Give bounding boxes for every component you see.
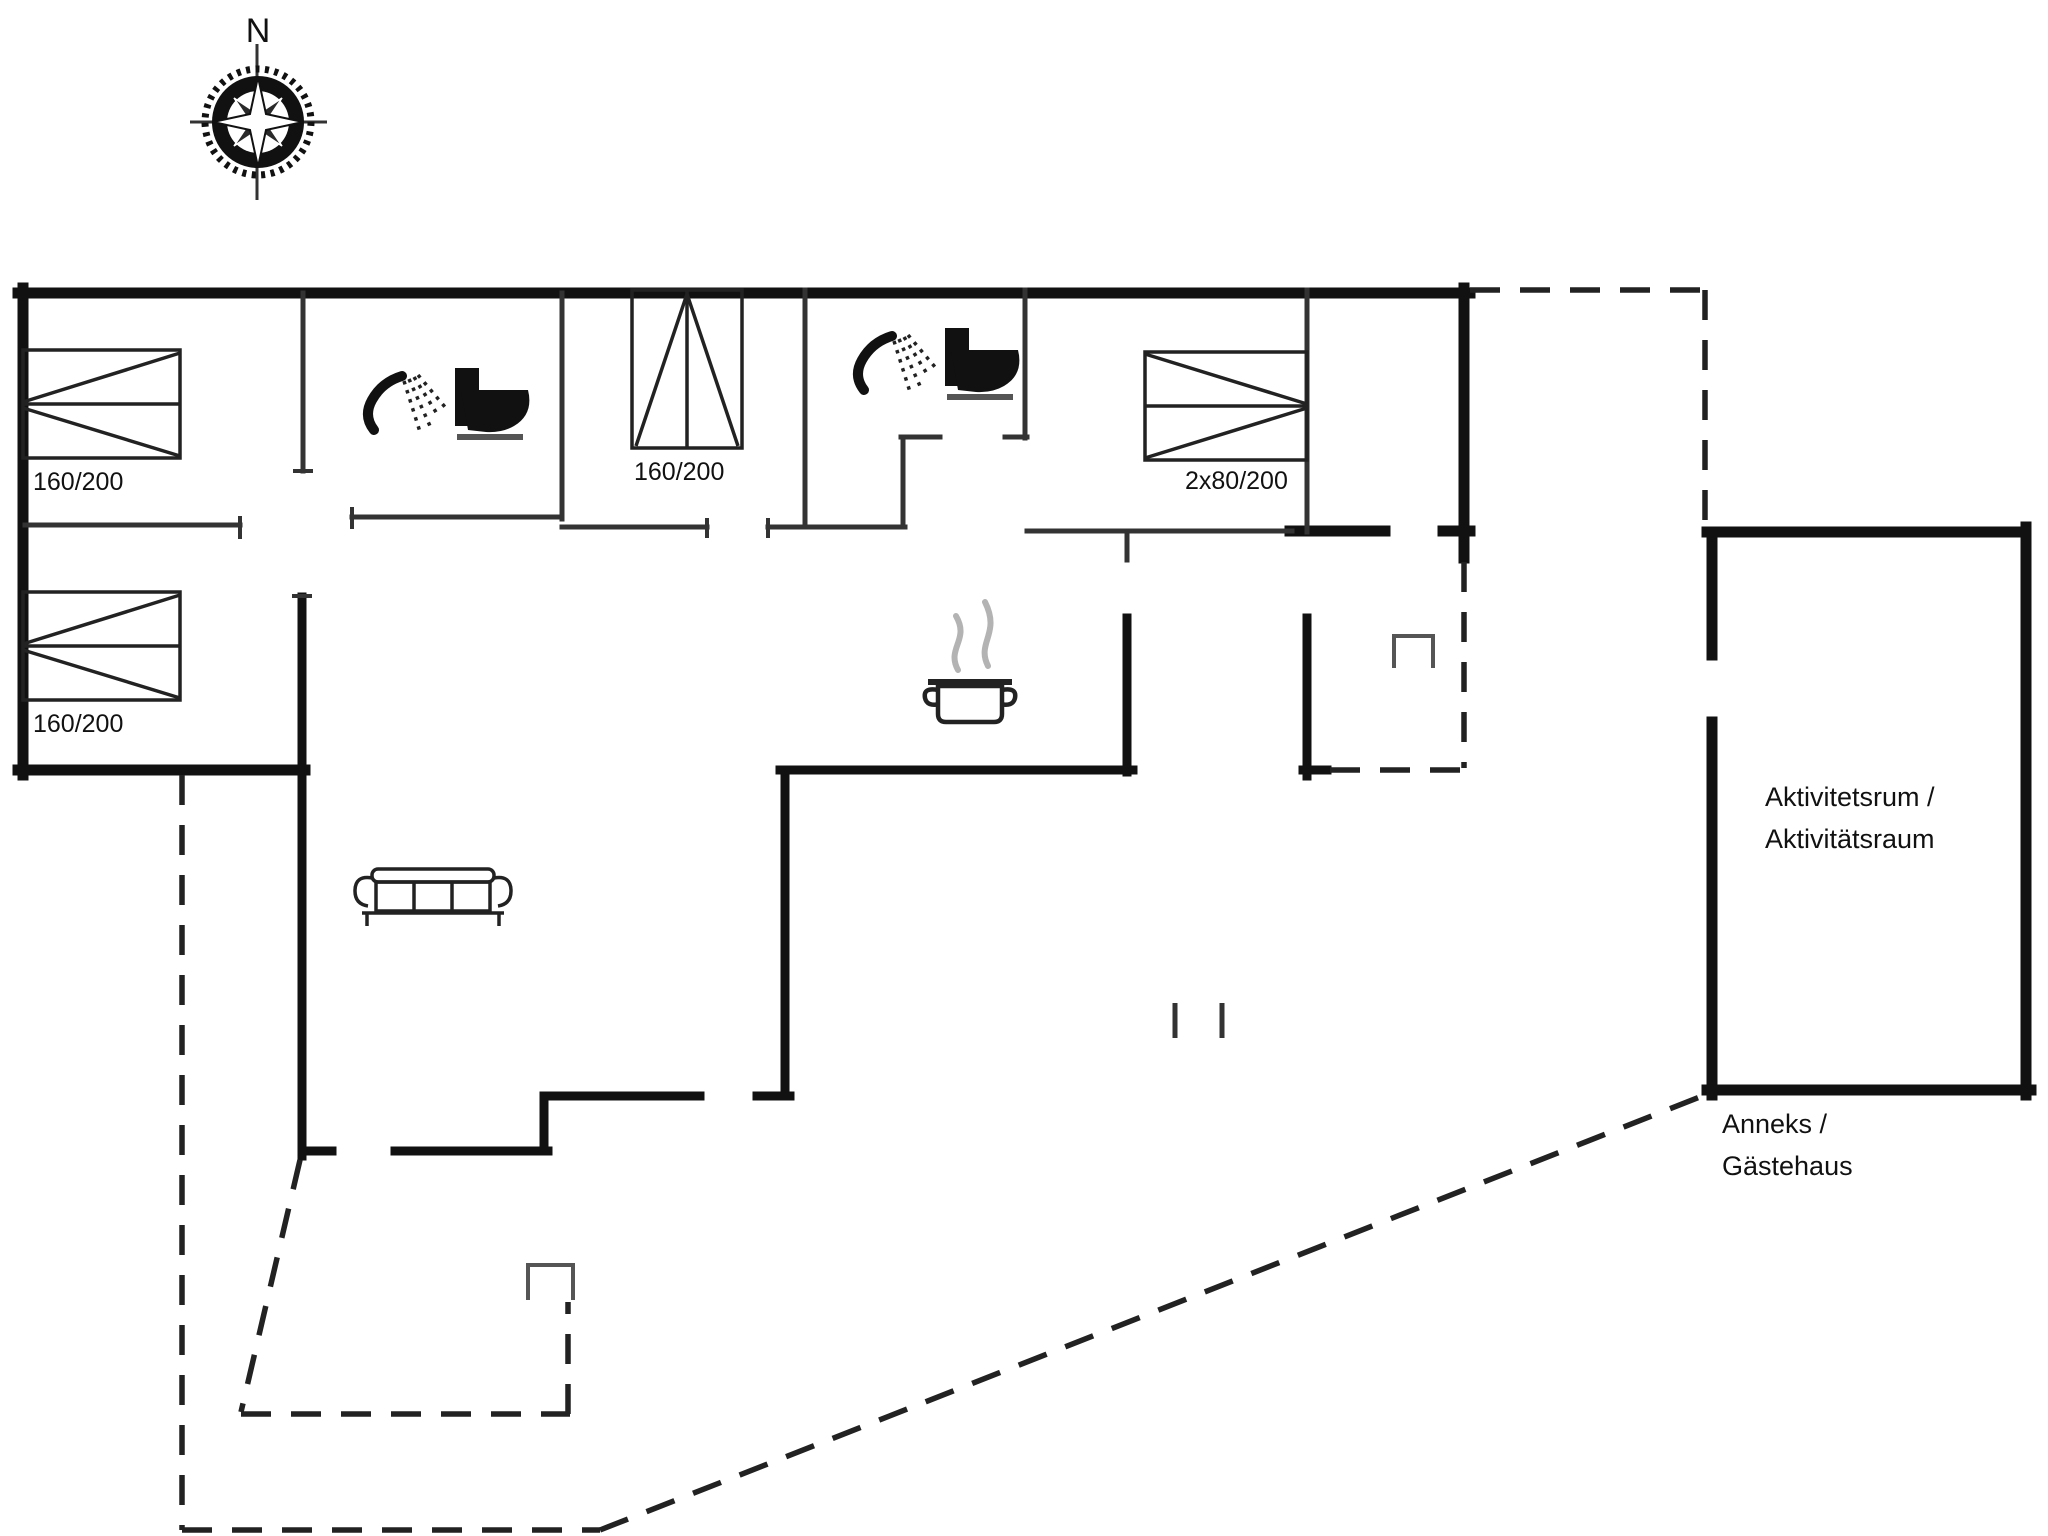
double-bed-vertical-icon [630, 288, 744, 450]
opening-tick-marks [1172, 1003, 1225, 1038]
shower-icon [363, 371, 447, 435]
room-partition-walls [22, 287, 1310, 563]
cooking-pot-icon [922, 599, 1018, 725]
double-bed-icon [21, 590, 182, 702]
compass-rose-icon [190, 44, 327, 200]
activity-room-label-line2: Aktivitätsraum [1765, 824, 1935, 854]
bathroom-2-icons [853, 328, 1020, 400]
steam-icon [951, 613, 964, 673]
double-bed-icon [21, 348, 182, 460]
annex-label-line1: Anneks / [1722, 1109, 1828, 1139]
shower-icon [853, 331, 937, 395]
annex-label-line2: Gästehaus [1722, 1151, 1853, 1181]
toilet-icon [945, 328, 1020, 400]
bathroom-1-icons [363, 368, 530, 440]
north-label: N [246, 12, 271, 50]
dashed-porch-outline [1323, 287, 1708, 773]
steam-icon [981, 599, 994, 669]
interior-main-walls [297, 592, 1332, 1161]
sofa-icon [353, 867, 513, 926]
bed-size-label: 160/200 [634, 458, 724, 486]
dashed-terrace-outline [238, 1159, 571, 1417]
bed-size-label: 160/200 [33, 710, 123, 738]
bed-size-label: 160/200 [33, 468, 123, 496]
door-step-marker-icon [1392, 634, 1435, 668]
annex-outline [1701, 521, 2037, 1101]
activity-room-label-line1: Aktivitetsrum / [1765, 782, 1935, 812]
dashed-property-boundary [179, 775, 1712, 1533]
bed-size-label: 2x80/200 [1185, 467, 1288, 495]
door-step-marker-icon [526, 1263, 575, 1300]
double-bed-2x80-icon [1143, 350, 1309, 462]
toilet-icon [455, 368, 530, 440]
door-frame-ticks [238, 469, 770, 598]
